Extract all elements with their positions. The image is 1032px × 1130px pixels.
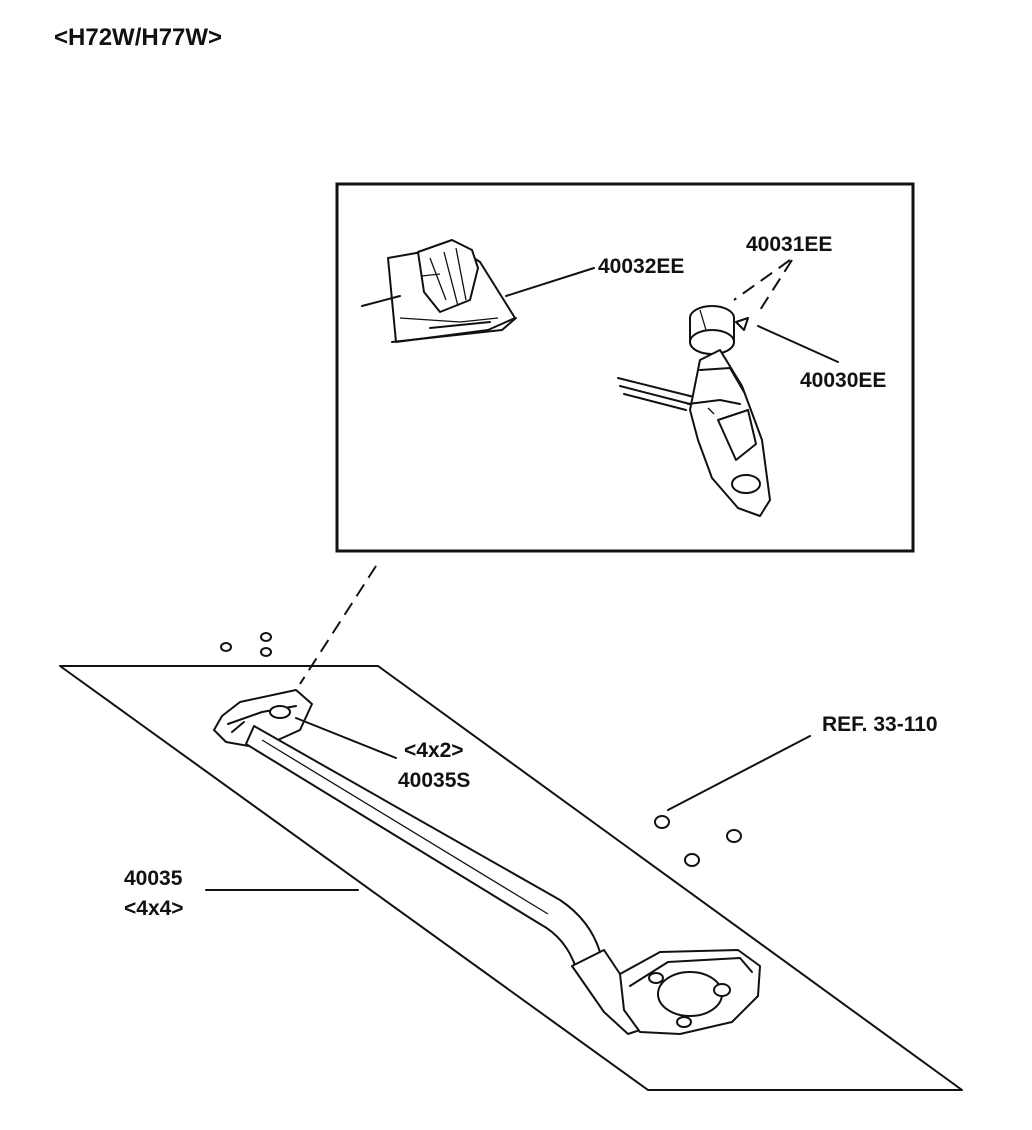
shift-cylinder-part — [689, 305, 749, 355]
leader-40035s — [295, 717, 397, 759]
floor-plane — [59, 665, 963, 1091]
callout-40035s: 40035S — [398, 769, 471, 792]
nuts-upper-left — [220, 632, 272, 657]
callout-40030ee: 40030EE — [800, 369, 887, 392]
leader-40030ee — [757, 325, 839, 363]
leader-ref-33-110 — [667, 735, 811, 811]
shift-rod-assembly — [213, 689, 761, 1035]
callout-40031ee: 40031EE — [746, 233, 833, 256]
leader-40031ee-a — [733, 259, 791, 301]
callout-40032ee: 40032EE — [598, 255, 685, 278]
shift-bracket-part — [617, 349, 771, 517]
leader-40032ee — [505, 267, 595, 297]
leader-40031ee-b — [759, 259, 793, 311]
callout-ref-33-110: REF. 33-110 — [822, 713, 938, 736]
callout-variant-4x4: <4x4> — [124, 897, 184, 920]
detail-inset-frame — [335, 182, 915, 553]
callout-40035: 40035 — [124, 867, 183, 890]
nuts-ref-33-110 — [654, 815, 742, 867]
shift-boot-part — [361, 239, 517, 343]
callout-variant-4x2: <4x2> — [404, 739, 464, 762]
page-title: <H72W/H77W> — [54, 24, 223, 51]
inset-detail-leader — [299, 565, 377, 685]
